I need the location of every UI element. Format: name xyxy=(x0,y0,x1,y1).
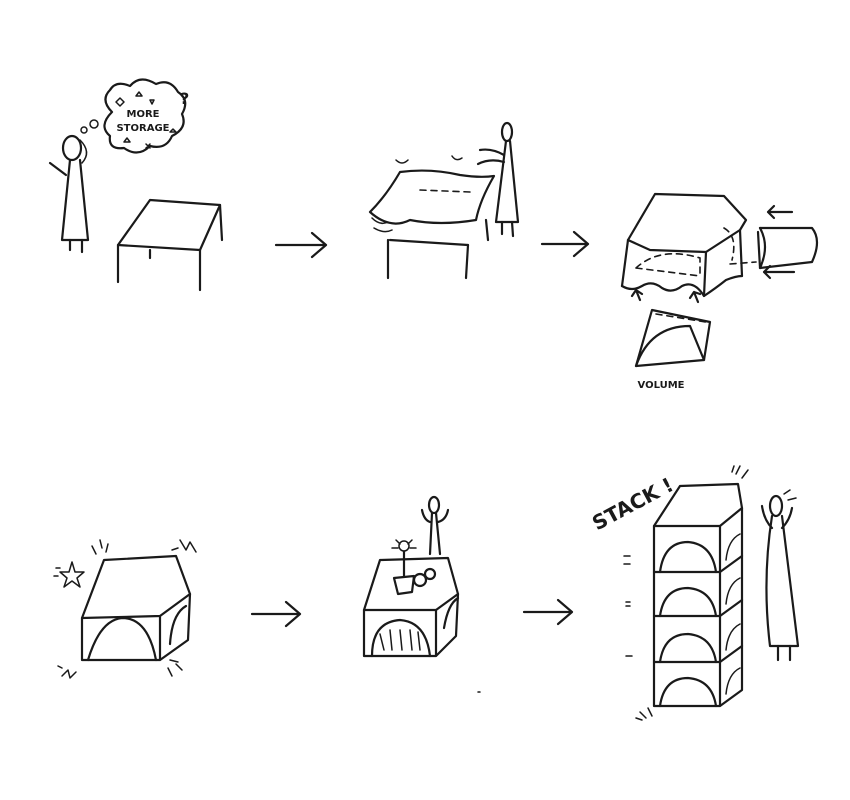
volume-insert-side xyxy=(756,226,819,270)
insert-arrows xyxy=(630,204,796,304)
volume-label: VOLUME xyxy=(638,380,685,391)
step-1-bare-table: MORE STORAGE ? xyxy=(48,78,224,292)
volume-insert-bottom xyxy=(634,308,712,368)
step-4-fabric-box xyxy=(53,539,197,679)
sparkle-marks xyxy=(53,539,197,679)
arrow-2-3 xyxy=(540,230,590,258)
stacked-tower xyxy=(652,482,744,708)
plant-icon xyxy=(391,539,437,596)
arrow-1-2 xyxy=(274,231,328,259)
fabric-box xyxy=(80,554,192,662)
step-5-side-table xyxy=(362,495,460,658)
arrow-4-5 xyxy=(250,600,302,628)
box-side-table xyxy=(362,556,460,658)
sheet xyxy=(368,155,496,233)
person-icon xyxy=(760,489,800,662)
step-2-draping-sheet xyxy=(368,121,520,280)
table xyxy=(386,218,490,280)
bare-table xyxy=(116,198,224,292)
question-mark: ? xyxy=(180,89,189,108)
step-3-draped-table: VOLUME xyxy=(620,192,819,391)
draped-table xyxy=(620,192,757,298)
thought-text-line2: STORAGE xyxy=(116,123,169,134)
star-icon xyxy=(59,561,85,588)
person-icon xyxy=(476,121,520,238)
person-icon xyxy=(48,134,90,254)
step-6-stack: STACK ! xyxy=(588,465,800,721)
thought-text-line1: MORE xyxy=(127,109,160,120)
thought-bubble-icon: MORE STORAGE ? xyxy=(80,78,189,154)
person-icon xyxy=(420,495,450,556)
arrow-5-6 xyxy=(522,598,574,626)
